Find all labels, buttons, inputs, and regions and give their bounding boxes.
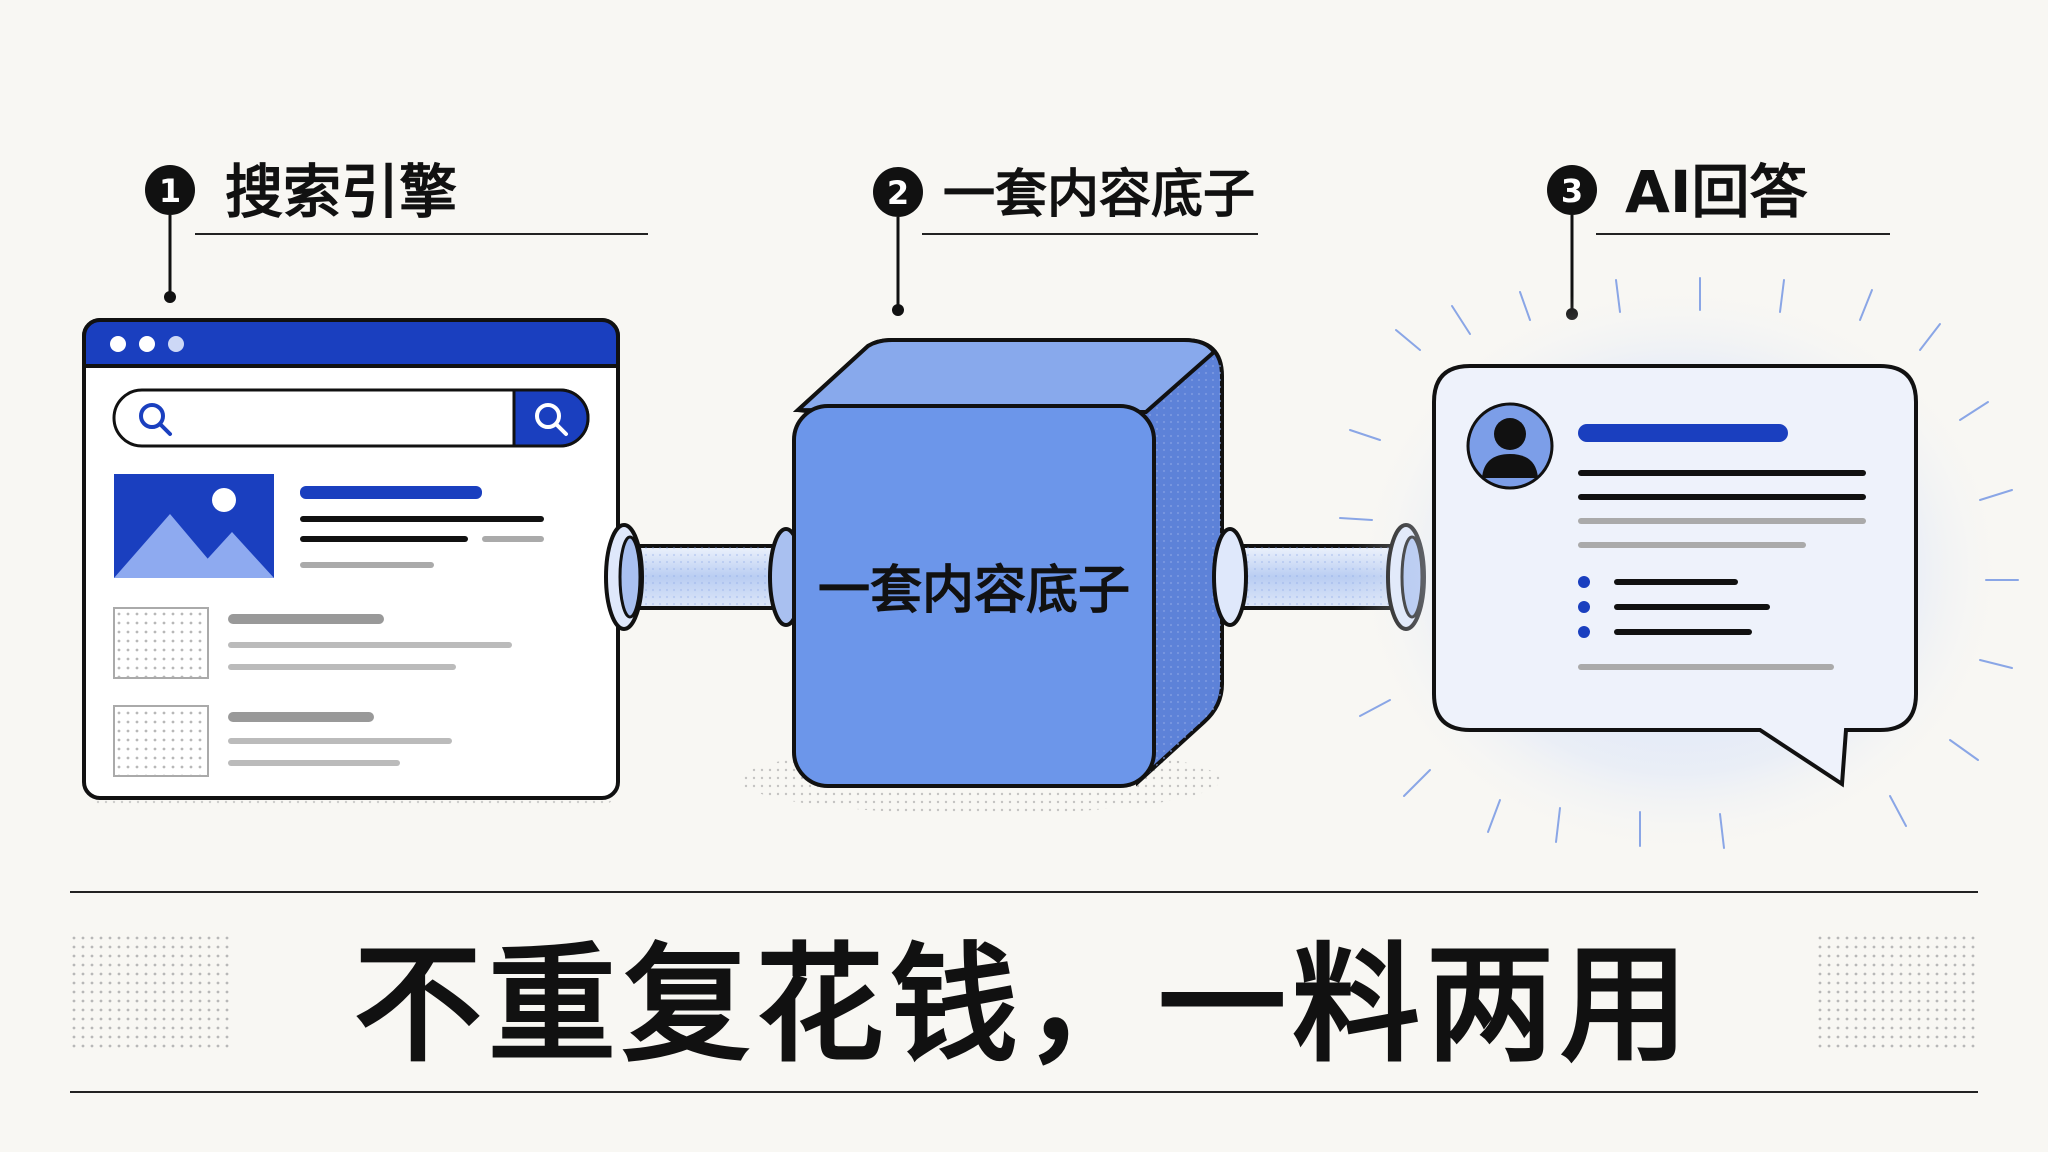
- window-dot: [168, 336, 184, 352]
- glow-rays: [1339, 277, 2019, 849]
- search-icon: [535, 403, 568, 436]
- avatar-icon: [1466, 402, 1554, 490]
- step-1-heading: 1 搜索引擎: [145, 158, 648, 303]
- decorative-dot-grid: [70, 936, 230, 1048]
- window-dot: [139, 336, 155, 352]
- step-1-number-badge: [145, 165, 195, 215]
- result-item-featured[interactable]: [114, 474, 544, 578]
- cube-label: 一套内容底子: [818, 561, 1130, 621]
- step-2-label: 一套内容底子: [943, 165, 1255, 225]
- cube-front-face: [792, 404, 1156, 788]
- search-button[interactable]: [512, 388, 590, 448]
- content-cube: 一套内容底子: [740, 338, 1224, 814]
- pipe-connector: [604, 523, 804, 631]
- search-icon: [139, 403, 172, 436]
- answer-title-line: [1578, 424, 1788, 442]
- step-3-heading: 3 AI回答: [1547, 158, 1890, 320]
- ai-answer-bubble: [1339, 277, 2019, 860]
- step-1-number: 1: [159, 172, 181, 210]
- slogan: 不重复花钱，一料两用: [353, 930, 1694, 1080]
- step-3-number-badge: [1547, 165, 1597, 215]
- step-2-number: 2: [887, 174, 909, 212]
- browser-title-bar: [82, 318, 620, 368]
- result-item[interactable]: [113, 705, 452, 777]
- step-2-number-badge: [873, 167, 923, 217]
- window-dot: [110, 336, 126, 352]
- result-item[interactable]: [113, 607, 512, 679]
- step-3-number: 3: [1561, 172, 1583, 210]
- decorative-dot-grid: [1818, 936, 1978, 1048]
- step-1-label: 搜索引擎: [225, 158, 457, 226]
- search-engine-browser: [82, 318, 620, 806]
- step-2-heading: 2 一套内容底子: [873, 165, 1258, 316]
- search-bar[interactable]: [112, 388, 590, 448]
- answer-bullet-list: [1578, 576, 1770, 638]
- step-3-label: AI回答: [1625, 158, 1808, 226]
